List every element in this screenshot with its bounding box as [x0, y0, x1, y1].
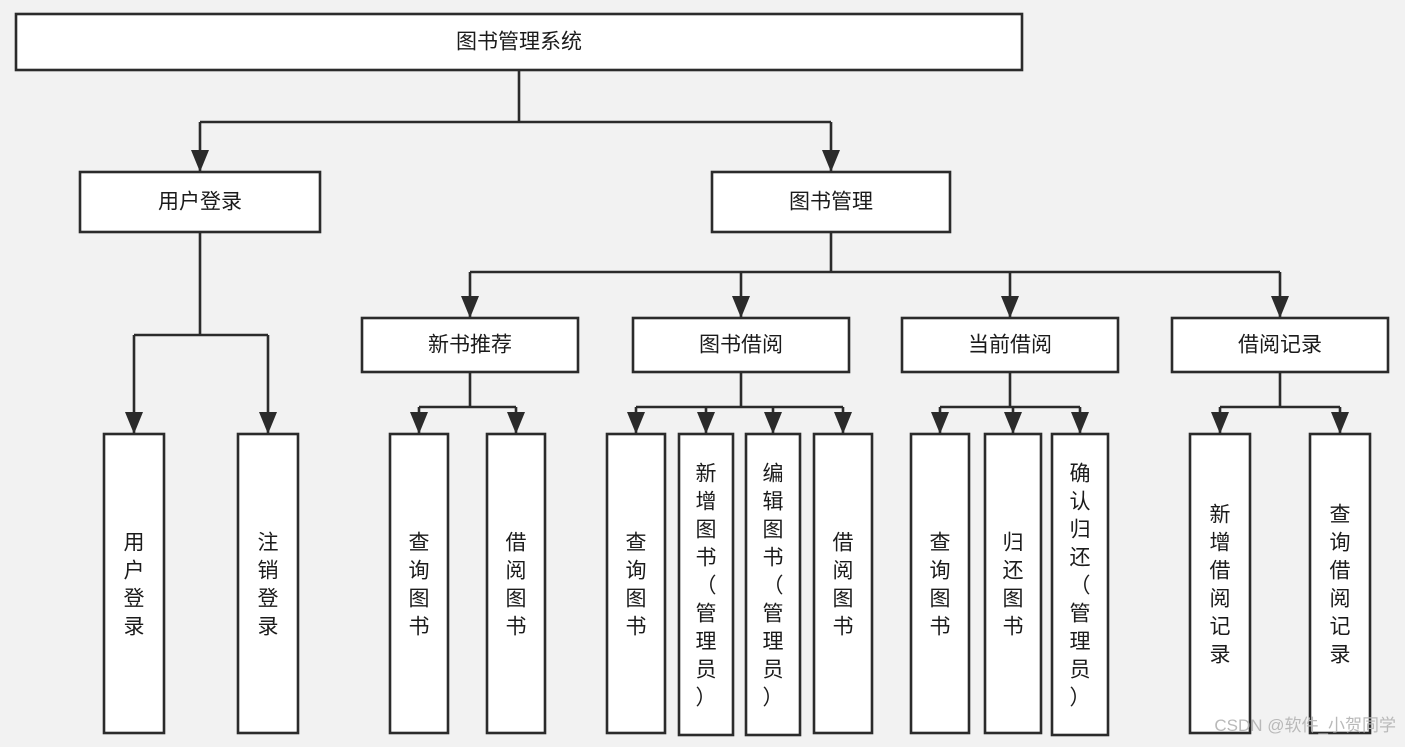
node-label-records-add: 新增借阅记录 — [1210, 504, 1231, 667]
arrow-head-icon — [1071, 412, 1089, 434]
csdn-watermark: CSDN @软件_小贺同学 — [1214, 716, 1396, 735]
node-box-borrow-do-borrow[interactable] — [812, 432, 874, 735]
node-new-book-recommend[interactable]: 新书推荐 — [360, 316, 580, 374]
node-label-borrow-add-book: 新增图书（管理员） — [696, 463, 717, 710]
node-box-book-management[interactable] — [710, 170, 952, 234]
arrow-head-icon — [1211, 412, 1229, 434]
node-label-current-query-book: 查询图书 — [930, 532, 951, 639]
node-borrow-records[interactable]: 借阅记录 — [1170, 316, 1390, 374]
node-box-recommend-query-book[interactable] — [388, 432, 450, 735]
arrow-head-icon — [1271, 296, 1289, 318]
node-book-management[interactable]: 图书管理 — [710, 170, 952, 234]
node-box-root[interactable] — [14, 12, 1024, 72]
node-user-login[interactable]: 用户登录 — [78, 170, 322, 234]
node-box-borrow-records[interactable] — [1170, 316, 1390, 374]
node-label-recommend-query-book: 查询图书 — [409, 532, 430, 639]
node-records-add[interactable]: 新增借阅记录 — [1188, 432, 1252, 735]
node-borrow-query-book[interactable]: 查询图书 — [605, 432, 667, 735]
node-current-query-book[interactable]: 查询图书 — [909, 432, 971, 735]
arrow-head-icon — [259, 412, 277, 434]
node-box-current-borrow[interactable] — [900, 316, 1120, 374]
arrow-head-icon — [732, 296, 750, 318]
node-box-new-book-recommend[interactable] — [360, 316, 580, 374]
node-root[interactable]: 图书管理系统 — [14, 12, 1024, 72]
arrow-head-icon — [764, 412, 782, 434]
connectors-layer — [125, 70, 1349, 434]
node-label-book-borrow: 图书借阅 — [699, 334, 783, 357]
arrow-head-icon — [507, 412, 525, 434]
node-box-recommend-borrow-book[interactable] — [485, 432, 547, 735]
arrow-head-icon — [627, 412, 645, 434]
node-label-borrow-do-borrow: 借阅图书 — [833, 532, 854, 639]
node-records-query[interactable]: 查询借阅记录 — [1308, 432, 1372, 735]
arrow-head-icon — [461, 296, 479, 318]
node-label-borrow-edit-book: 编辑图书（管理员） — [763, 463, 784, 710]
node-label-borrow-records: 借阅记录 — [1238, 334, 1322, 357]
node-box-borrow-query-book[interactable] — [605, 432, 667, 735]
node-label-current-borrow: 当前借阅 — [968, 334, 1052, 357]
node-label-borrow-query-book: 查询图书 — [626, 532, 647, 639]
arrow-head-icon — [410, 412, 428, 434]
arrow-head-icon — [834, 412, 852, 434]
node-user-login-do[interactable]: 用户登录 — [102, 432, 166, 735]
node-label-book-management: 图书管理 — [789, 191, 873, 214]
arrow-head-icon — [822, 150, 840, 172]
node-current-confirm-return[interactable]: 确认归还（管理员） — [1050, 432, 1110, 737]
node-label-records-query: 查询借阅记录 — [1330, 504, 1351, 667]
node-box-current-confirm-return[interactable] — [1050, 432, 1110, 737]
node-box-user-logout[interactable] — [236, 432, 300, 735]
node-label-new-book-recommend: 新书推荐 — [428, 334, 512, 357]
node-borrow-edit-book[interactable]: 编辑图书（管理员） — [744, 432, 802, 737]
arrow-head-icon — [1004, 412, 1022, 434]
node-label-current-confirm-return: 确认归还（管理员） — [1070, 463, 1091, 710]
node-box-borrow-edit-book[interactable] — [744, 432, 802, 737]
node-box-records-add[interactable] — [1188, 432, 1252, 735]
node-borrow-add-book[interactable]: 新增图书（管理员） — [677, 432, 735, 737]
node-label-recommend-borrow-book: 借阅图书 — [506, 532, 527, 639]
node-box-book-borrow[interactable] — [631, 316, 851, 374]
arrow-head-icon — [931, 412, 949, 434]
node-box-records-query[interactable] — [1308, 432, 1372, 735]
arrow-head-icon — [1001, 296, 1019, 318]
arrow-head-icon — [697, 412, 715, 434]
node-label-user-login: 用户登录 — [158, 191, 242, 214]
node-current-return-book[interactable]: 归还图书 — [983, 432, 1043, 735]
node-label-user-login-do: 用户登录 — [124, 532, 145, 639]
node-box-current-return-book[interactable] — [983, 432, 1043, 735]
node-borrow-do-borrow[interactable]: 借阅图书 — [812, 432, 874, 735]
node-book-borrow[interactable]: 图书借阅 — [631, 316, 851, 374]
node-user-logout[interactable]: 注销登录 — [236, 432, 300, 735]
node-box-user-login[interactable] — [78, 170, 322, 234]
nodes-layer: 图书管理系统用户登录图书管理用户登录注销登录新书推荐图书借阅当前借阅借阅记录查询… — [14, 12, 1390, 737]
node-recommend-borrow-book[interactable]: 借阅图书 — [485, 432, 547, 735]
node-current-borrow[interactable]: 当前借阅 — [900, 316, 1120, 374]
node-box-user-login-do[interactable] — [102, 432, 166, 735]
node-box-borrow-add-book[interactable] — [677, 432, 735, 737]
node-label-current-return-book: 归还图书 — [1003, 532, 1024, 639]
node-box-current-query-book[interactable] — [909, 432, 971, 735]
arrow-head-icon — [1331, 412, 1349, 434]
node-label-root: 图书管理系统 — [456, 31, 582, 54]
node-label-user-logout: 注销登录 — [258, 532, 279, 639]
node-recommend-query-book[interactable]: 查询图书 — [388, 432, 450, 735]
arrow-head-icon — [125, 412, 143, 434]
arrow-head-icon — [191, 150, 209, 172]
